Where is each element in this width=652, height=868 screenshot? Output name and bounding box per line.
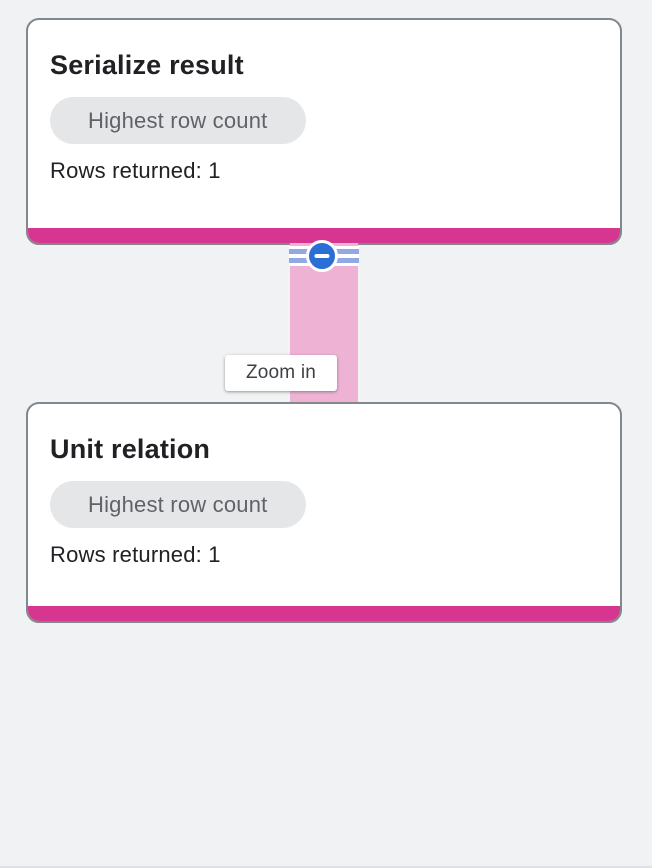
node-card-unit-relation[interactable]: Unit relation Highest row count Rows ret… <box>26 402 622 623</box>
highest-row-count-badge: Highest row count <box>50 481 306 528</box>
node-duration-bar <box>28 228 620 243</box>
node-duration-bar <box>28 606 620 621</box>
rows-returned-label: Rows returned: 1 <box>50 542 221 567</box>
node-card-body: Serialize result Highest row count Rows … <box>28 20 620 186</box>
node-card-body: Unit relation Highest row count Rows ret… <box>28 404 620 570</box>
rows-returned-label: Rows returned: 1 <box>50 158 221 183</box>
node-card-serialize-result[interactable]: Serialize result Highest row count Rows … <box>26 18 622 245</box>
highest-row-count-badge: Highest row count <box>50 97 306 144</box>
zoom-in-tooltip: Zoom in <box>225 355 337 391</box>
node-title: Serialize result <box>50 50 244 80</box>
canvas-bottom-edge <box>0 866 652 868</box>
node-title: Unit relation <box>50 434 211 464</box>
collapse-edge-button[interactable] <box>306 240 338 272</box>
minus-icon <box>314 254 330 258</box>
